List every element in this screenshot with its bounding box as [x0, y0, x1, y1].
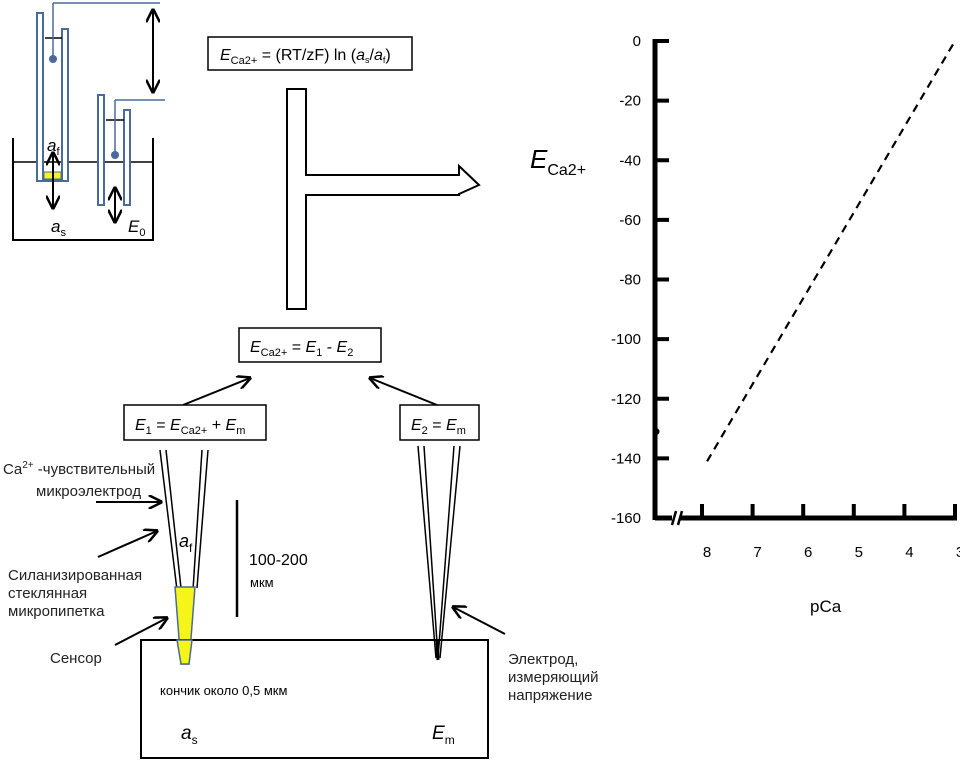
inset-reference-electrode	[97, 94, 165, 206]
chart-x-tick-label: 6	[804, 544, 812, 561]
voltage-electrode-label-2: измеряющий	[508, 669, 599, 686]
chart-x-ticks: 8 7 6 5 4 3	[700, 504, 960, 561]
chart-x-tick-label: 8	[703, 544, 711, 561]
t-arrow	[286, 88, 481, 310]
voltage-electrode-tip	[435, 639, 440, 661]
chart-y-tick-label: -40	[619, 152, 641, 169]
chart-y-tick-label: 0	[633, 33, 641, 50]
voltage-electrode-arrow	[453, 607, 506, 635]
as-label: as	[181, 723, 198, 747]
chart-y-tick-label: -100	[611, 331, 641, 348]
chart-xlabel: pCa	[810, 597, 842, 616]
chart-x-tick-label: 5	[855, 544, 863, 561]
ca-sensitive-label: Ca2+ -чувствительный	[3, 460, 155, 478]
inset-bath	[12, 138, 154, 241]
inset-af-label: af	[47, 136, 60, 158]
chart-y-tick-label: -60	[619, 212, 641, 229]
e2-formula: E2 = Em	[411, 417, 466, 437]
e1-formula-box: E1 = ECa2+ + Em	[123, 404, 267, 441]
silanized-label-1: Силанизированная	[8, 567, 142, 584]
chart-y-tick-label: -160	[611, 510, 641, 527]
silanized-label-3: микропипетка	[8, 603, 105, 620]
chart-axes	[652, 39, 957, 526]
inset-e0-label: E0	[128, 217, 145, 239]
voltage-electrode-label-3: напряжение	[508, 687, 592, 704]
scale-value: 100-200	[249, 552, 308, 569]
scale-unit: мкм	[250, 575, 274, 590]
e1-to-difference-arrow	[182, 378, 250, 406]
e2-to-difference-arrow	[370, 378, 438, 406]
chart-y-tick-label: -20	[619, 93, 641, 110]
nernst-formula: ECa2+ = (RT/zF) ln (as/af)	[220, 47, 391, 67]
microelectrode-label: микроэлектрод	[36, 483, 141, 500]
chart-x-tick-label: 4	[905, 544, 913, 561]
sensor-label: Сенсор	[50, 650, 102, 667]
chart-axis-break-mark	[670, 510, 678, 526]
tip-size-label: кончик около 0,5 мкм	[160, 683, 287, 698]
calibration-chart: ECa2+ pCa 0-20-40-60-80-100-120-140-160 …	[530, 33, 960, 616]
chart-y-tick-label: -80	[619, 272, 641, 289]
silanized-label-2: стеклянная	[8, 585, 87, 602]
af-label: af	[179, 531, 193, 555]
em-label: Em	[432, 723, 455, 747]
voltage-electrode	[417, 445, 461, 659]
nernst-formula-box: ECa2+ = (RT/zF) ln (as/af)	[207, 36, 413, 71]
chart-x-tick-label: 3	[956, 544, 960, 561]
e1-formula: E1 = ECa2+ + Em	[135, 417, 245, 437]
ca-microelectrode	[159, 449, 209, 665]
chart-y-tick-label: -140	[611, 450, 641, 467]
chart-x-tick-label: 7	[753, 544, 761, 561]
difference-formula-box: ECa2+ = E1 - E2	[238, 327, 382, 363]
chart-ylabel: ECa2+	[530, 144, 586, 179]
chart-axis-dot	[652, 428, 660, 436]
inset-as-label: as	[51, 217, 66, 239]
sensor-tip	[176, 639, 193, 665]
chart-y-tick-label: -120	[611, 391, 641, 408]
e2-formula-box: E2 = Em	[399, 404, 480, 441]
chart-axis-break-mark	[676, 510, 684, 526]
chart-y-ticks: 0 -20 -40 -60 -80 -100 -120 -140 -160	[611, 33, 669, 527]
difference-formula: ECa2+ = E1 - E2	[250, 339, 353, 359]
pipette-arrow	[97, 531, 157, 558]
chart-series-line	[706, 40, 956, 462]
chart-series	[652, 40, 956, 462]
sensor-arrow	[114, 618, 167, 646]
inset-setup: af as E0	[12, 2, 165, 241]
voltage-electrode-label-1: Электрод,	[508, 651, 578, 668]
cell-box	[140, 639, 489, 759]
